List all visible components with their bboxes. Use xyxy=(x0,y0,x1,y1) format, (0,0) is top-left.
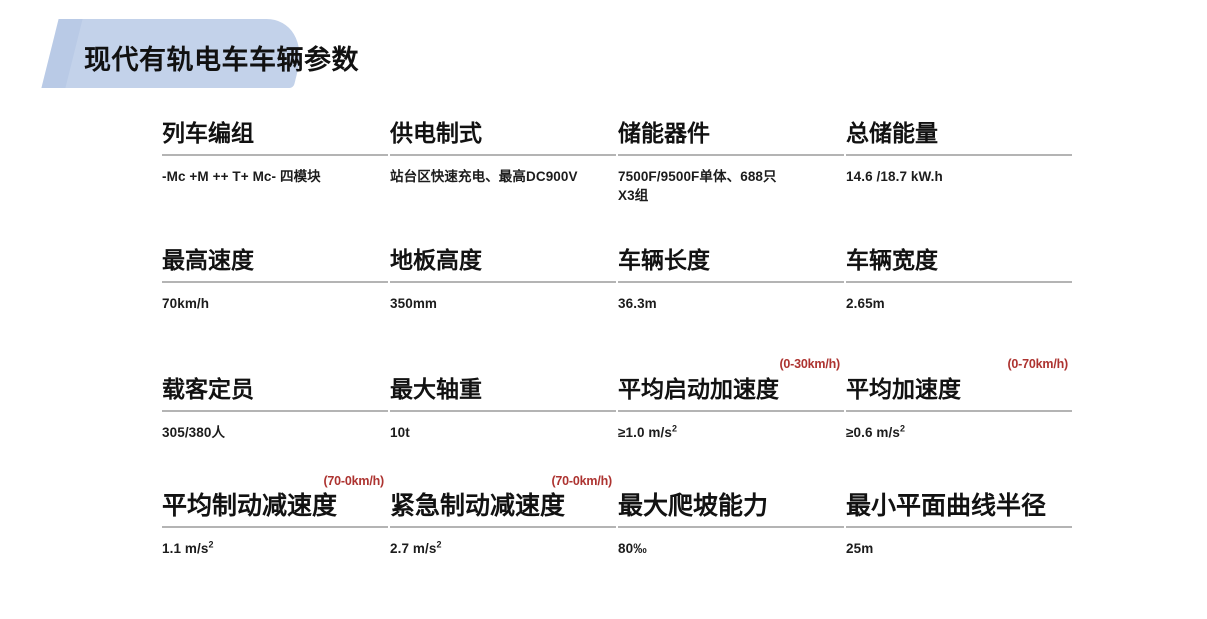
parameter-cell: 车辆宽度 2.65m xyxy=(846,237,1074,352)
cell-annotation: (70-0km/h) xyxy=(323,474,384,488)
cell-annotation: (70-0km/h) xyxy=(551,474,612,488)
cell-value: 7500F/9500F单体、688只 X3组 xyxy=(618,169,777,203)
cell-divider xyxy=(618,154,844,156)
cell-heading: 车辆宽度 xyxy=(846,247,938,273)
parameter-row: (70-0km/h) 平均制动减速度 1.1 m/s2 (70-0km/h) 紧… xyxy=(162,469,1092,579)
parameter-cell: 供电制式 站台区快速充电、最高DC900V xyxy=(390,110,618,237)
cell-divider xyxy=(390,154,616,156)
cell-heading: 紧急制动减速度 xyxy=(390,492,566,520)
parameter-row: 最高速度 70km/h 地板高度 350mm 车辆长度 36.3m 车辆宽度 2… xyxy=(162,237,1092,352)
cell-divider xyxy=(162,281,388,283)
cell-divider xyxy=(618,281,844,283)
cell-divider xyxy=(390,410,616,412)
cell-value: 2.65m xyxy=(846,296,885,311)
parameter-row: 载客定员 305/380人 最大轴重 10t (0-30km/h) 平均启动加速… xyxy=(162,352,1092,469)
cell-heading: 最大轴重 xyxy=(390,376,482,402)
cell-value-text: 25m xyxy=(846,541,874,556)
cell-value-text: ≥1.0 m/s xyxy=(618,425,672,440)
parameter-cell: 车辆长度 36.3m xyxy=(618,237,846,352)
cell-value-superscript: 2 xyxy=(900,423,906,434)
cell-annotation: (0-30km/h) xyxy=(779,357,840,371)
cell-value: ≥1.0 m/s2 xyxy=(618,423,846,442)
cell-divider xyxy=(846,281,1072,283)
cell-heading: 列车编组 xyxy=(162,120,254,146)
cell-value-superscript: 2 xyxy=(436,539,442,550)
cell-value: 36.3m xyxy=(618,296,657,311)
cell-divider xyxy=(846,526,1072,528)
parameter-cell: 最小平面曲线半径 25m xyxy=(846,469,1074,579)
cell-value-text: 1.1 m/s xyxy=(162,541,209,556)
cell-value-text: 10t xyxy=(390,425,410,440)
cell-value-text: 305/380人 xyxy=(162,425,226,440)
cell-value: 80‰ xyxy=(618,539,846,558)
cell-heading: 储能器件 xyxy=(618,120,710,146)
parameter-cell: 储能器件 7500F/9500F单体、688只 X3组 xyxy=(618,110,846,237)
cell-heading: 总储能量 xyxy=(846,120,938,146)
cell-value: 2.7 m/s2 xyxy=(390,539,618,558)
parameter-cell: 最大轴重 10t xyxy=(390,352,618,469)
cell-heading: 车辆长度 xyxy=(618,247,710,273)
parameter-cell: (0-30km/h) 平均启动加速度 ≥1.0 m/s2 xyxy=(618,352,846,469)
cell-heading: 平均启动加速度 xyxy=(618,376,779,402)
page-title: 现代有轨电车车辆参数 xyxy=(84,45,359,75)
cell-value-superscript: 2 xyxy=(672,423,678,434)
cell-value: 1.1 m/s2 xyxy=(162,539,390,558)
cell-heading: 平均制动减速度 xyxy=(162,492,338,520)
parameter-cell: 最高速度 70km/h xyxy=(162,237,390,352)
cell-heading: 供电制式 xyxy=(390,120,482,146)
cell-heading: 平均加速度 xyxy=(846,376,961,402)
cell-divider xyxy=(162,154,388,156)
cell-divider xyxy=(390,526,616,528)
cell-heading: 载客定员 xyxy=(162,376,254,402)
cell-value: 14.6 /18.7 kW.h xyxy=(846,169,943,184)
cell-value: 25m xyxy=(846,539,1074,558)
cell-heading: 最大爬坡能力 xyxy=(618,492,769,520)
cell-value-text: ≥0.6 m/s xyxy=(846,425,900,440)
cell-divider xyxy=(846,154,1072,156)
parameter-cell: 最大爬坡能力 80‰ xyxy=(618,469,846,579)
cell-value: ≥0.6 m/s2 xyxy=(846,423,1074,442)
parameter-cell: 载客定员 305/380人 xyxy=(162,352,390,469)
parameter-cell: 总储能量 14.6 /18.7 kW.h xyxy=(846,110,1074,237)
cell-value-text: 2.7 m/s xyxy=(390,541,437,556)
parameter-grid: 列车编组 -Mc +M ++ T+ Mc- 四模块 供电制式 站台区快速充电、最… xyxy=(162,110,1092,579)
parameter-cell: (70-0km/h) 紧急制动减速度 2.7 m/s2 xyxy=(390,469,618,579)
parameter-cell: (70-0km/h) 平均制动减速度 1.1 m/s2 xyxy=(162,469,390,579)
cell-heading: 最高速度 xyxy=(162,247,254,273)
parameter-cell: 地板高度 350mm xyxy=(390,237,618,352)
parameter-cell: 列车编组 -Mc +M ++ T+ Mc- 四模块 xyxy=(162,110,390,237)
cell-heading: 最小平面曲线半径 xyxy=(846,492,1047,520)
cell-divider xyxy=(390,281,616,283)
cell-value: 305/380人 xyxy=(162,423,390,442)
cell-value: 10t xyxy=(390,423,618,442)
cell-value: 350mm xyxy=(390,296,438,311)
cell-value: 站台区快速充电、最高DC900V xyxy=(390,169,578,184)
cell-divider xyxy=(162,526,388,528)
parameter-cell: (0-70km/h) 平均加速度 ≥0.6 m/s2 xyxy=(846,352,1074,469)
cell-divider xyxy=(618,410,844,412)
cell-divider xyxy=(618,526,844,528)
cell-value: 70km/h xyxy=(162,296,210,311)
cell-divider xyxy=(162,410,388,412)
cell-value: -Mc +M ++ T+ Mc- 四模块 xyxy=(162,169,321,184)
cell-heading: 地板高度 xyxy=(390,247,482,273)
title-banner: 现代有轨电车车辆参数 xyxy=(0,0,360,110)
cell-annotation: (0-70km/h) xyxy=(1007,357,1068,371)
parameter-row: 列车编组 -Mc +M ++ T+ Mc- 四模块 供电制式 站台区快速充电、最… xyxy=(162,110,1092,237)
cell-value-text: 80‰ xyxy=(618,541,647,556)
cell-divider xyxy=(846,410,1072,412)
cell-value-superscript: 2 xyxy=(208,539,214,550)
